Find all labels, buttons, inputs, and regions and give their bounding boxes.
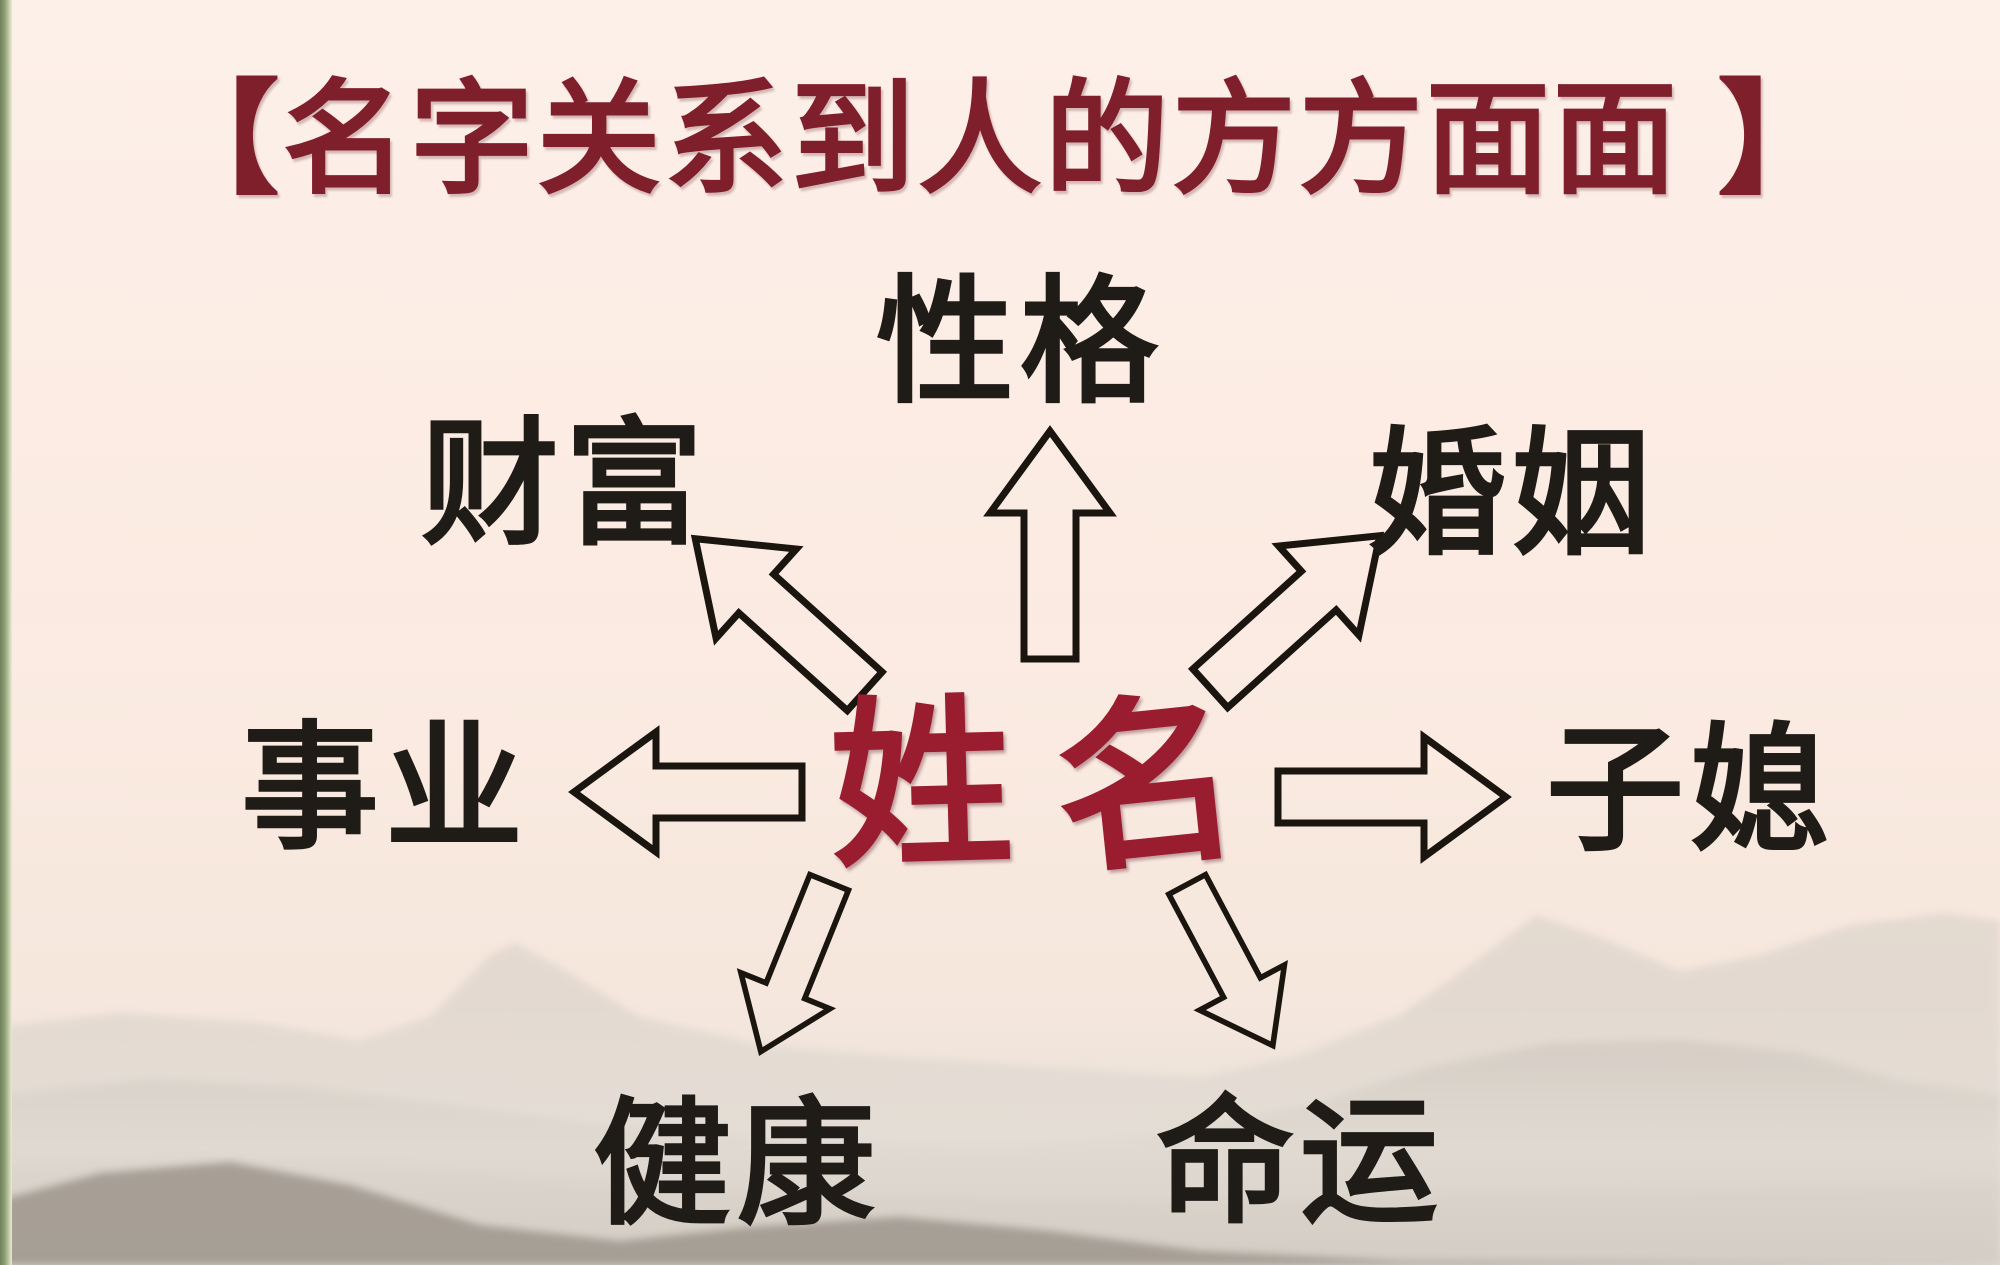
- node-health: 健康: [592, 1088, 882, 1242]
- node-career: 事业: [240, 712, 530, 866]
- node-marriage: 婚姻: [1367, 418, 1657, 572]
- page-title: 【名字关系到人的方方面面 】: [155, 71, 1845, 209]
- center-name-char-2: 名: [1045, 674, 1248, 897]
- node-personality: 性格: [875, 266, 1165, 420]
- arrow-up-icon: [980, 425, 1120, 665]
- mountain-landscape-background: [0, 625, 2000, 1265]
- center-name-label: 姓名: [827, 639, 1248, 902]
- left-edge-strip: [0, 0, 12, 1265]
- node-fate: 命运: [1155, 1086, 1445, 1240]
- arrow-left-icon: [568, 722, 808, 862]
- center-name-char-1: 姓: [827, 681, 1016, 890]
- node-wealth: 财富: [420, 408, 710, 562]
- node-children: 子媳: [1545, 714, 1835, 868]
- arrow-right-icon: [1272, 727, 1512, 867]
